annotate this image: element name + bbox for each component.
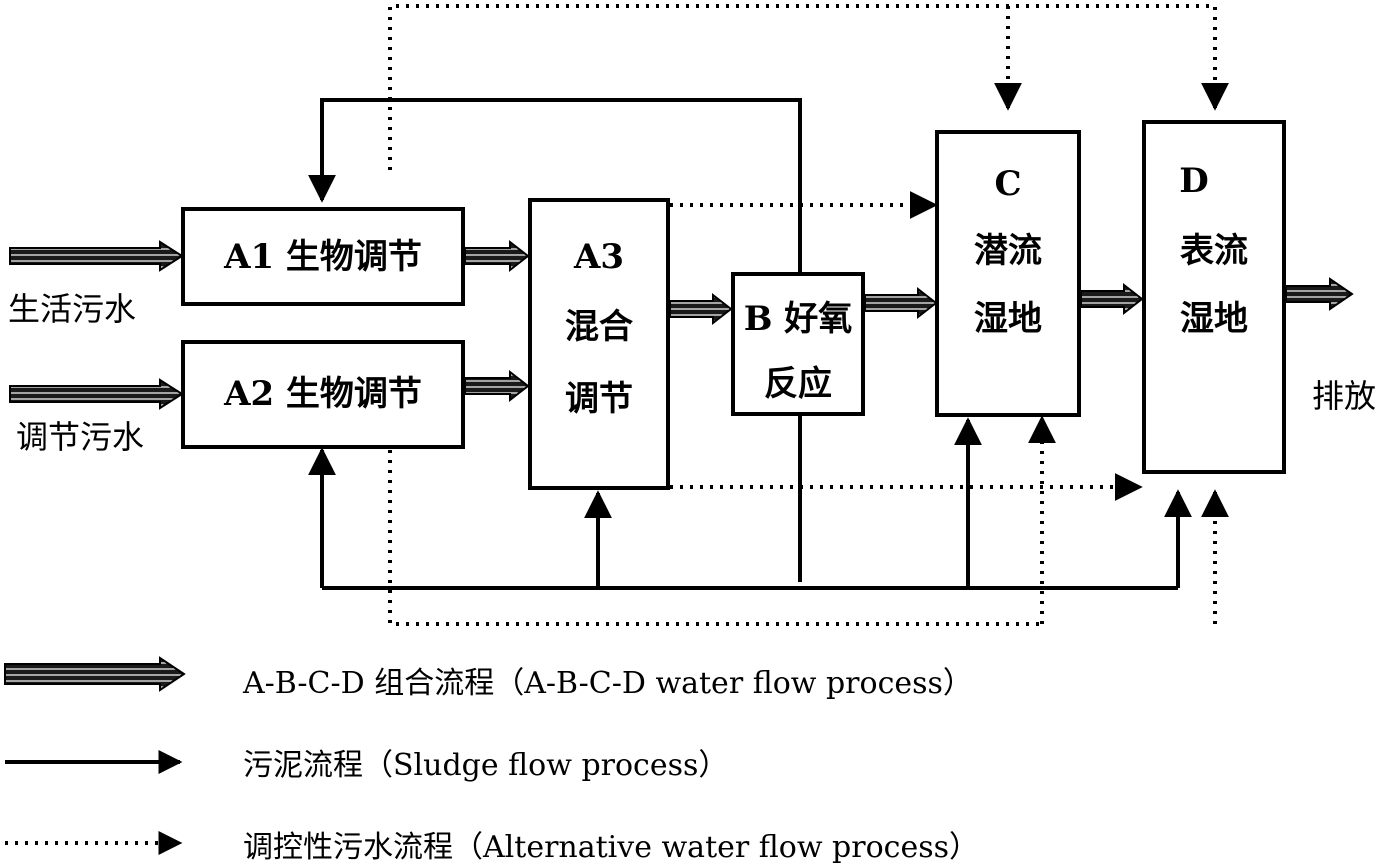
c-label-line1: C <box>994 164 1021 204</box>
combined-flow-arrows <box>9 239 1354 410</box>
a3-label-line3: 调节 <box>565 379 633 419</box>
arrow-a3-to-b <box>669 292 733 326</box>
a1-label: A1 生物调节 <box>223 237 422 277</box>
arrow-a1-to-a3 <box>464 239 530 273</box>
arrow-b-to-c <box>864 286 938 320</box>
alt-top-to-d <box>388 4 1229 170</box>
a3-label-line2: 混合 <box>565 307 633 347</box>
box-b <box>731 272 865 416</box>
legend-alternative-text: 调控性污水流程（Alternative water flow process） <box>243 830 979 865</box>
c-label-line2: 潜流 <box>974 231 1042 271</box>
arrow-c-to-d <box>1080 282 1144 316</box>
input-arrow-domestic <box>9 240 184 272</box>
legend-combined-text: A-B-C-D 组合流程（A-B-C-D water flow process） <box>242 666 973 701</box>
alternative-flow-lines <box>388 4 1229 626</box>
arrow-a2-to-a3 <box>464 369 530 403</box>
output-label: 排放 <box>1312 377 1376 415</box>
output-arrow <box>1285 277 1354 311</box>
alt-bottom-line <box>388 450 1042 626</box>
a2-label: A2 生物调节 <box>223 374 422 414</box>
b-label-line1: B 好氧 <box>744 299 853 339</box>
legend: A-B-C-D 组合流程（A-B-C-D water flow process）… <box>4 656 979 865</box>
d-label-line3: 湿地 <box>1180 299 1248 339</box>
input-label-regulated: 调节污水 <box>16 418 144 456</box>
box-d <box>1142 120 1286 474</box>
input-label-domestic: 生活污水 <box>8 290 136 328</box>
box-c <box>935 130 1081 417</box>
d-label-line2: 表流 <box>1180 231 1248 271</box>
legend-sludge-text: 污泥流程（Sludge flow process） <box>243 748 728 783</box>
c-label-line3: 湿地 <box>974 299 1042 339</box>
legend-combined-symbol <box>4 656 186 692</box>
d-label-line1: D <box>1179 161 1208 201</box>
b-label-line2: 反应 <box>764 364 832 404</box>
box-a3 <box>528 198 670 490</box>
box-a2 <box>181 340 465 449</box>
input-arrow-regulated <box>9 378 184 410</box>
a3-label-line1: A3 <box>573 237 624 277</box>
